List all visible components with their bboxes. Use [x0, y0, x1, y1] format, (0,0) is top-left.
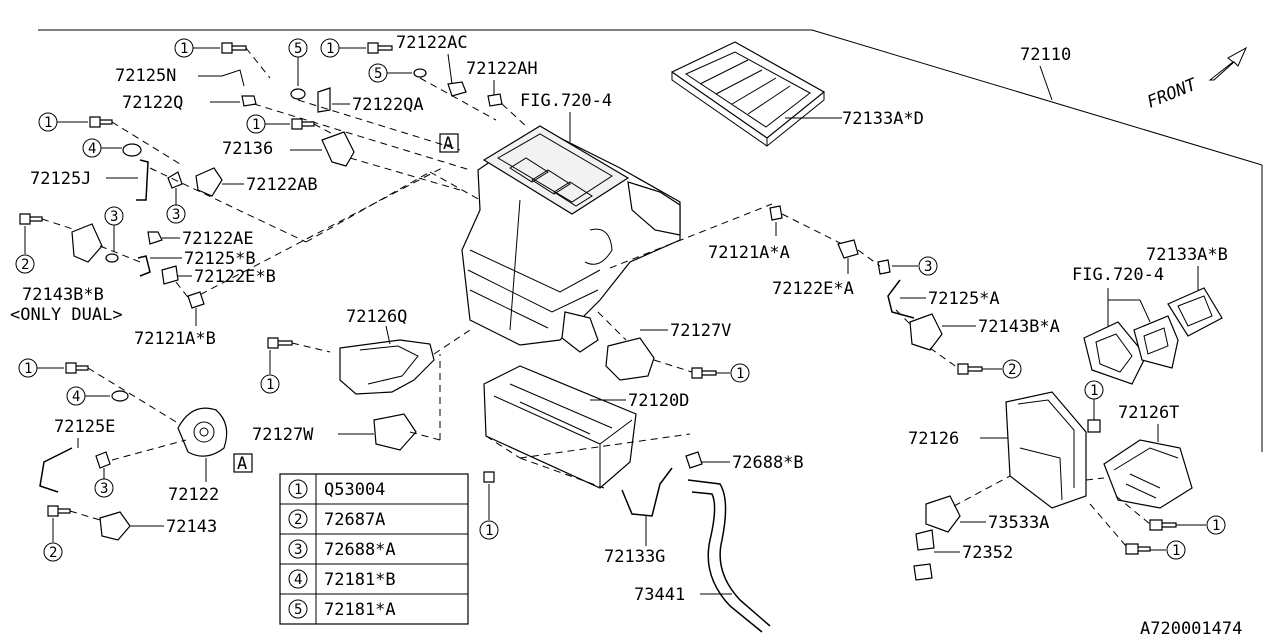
callout-72143: 72143 [166, 517, 217, 537]
drain-hose-part [687, 479, 771, 633]
callout-72122AE: 72122AE [182, 229, 254, 249]
callout-72133G: 72133G [604, 547, 665, 567]
svg-text:1: 1 [326, 41, 334, 57]
ref-A-box-bottom [233, 453, 253, 473]
legend-part-2: 72687A [324, 510, 385, 530]
svg-text:2: 2 [21, 257, 29, 273]
callout-72121AB: 72121A*B [134, 329, 216, 349]
svg-text:1: 1 [44, 115, 52, 131]
callout-72125N: 72125N [115, 66, 176, 86]
svg-text:1: 1 [1212, 518, 1220, 534]
callout-73533A: 73533A [988, 513, 1049, 533]
callout-72122QA: 72122QA [352, 95, 424, 115]
callout-72125A: 72125*A [928, 289, 1000, 309]
heater-unit-body [461, 125, 681, 353]
callout-72126Q: 72126Q [346, 307, 407, 327]
callout-72122AB: 72122AB [246, 175, 318, 195]
svg-text:3: 3 [110, 209, 118, 225]
callout-72125E: 72125E [54, 417, 115, 437]
callout-72122AH: 72122AH [466, 59, 538, 79]
svg-text:4: 4 [88, 141, 96, 157]
callout-72688B: 72688*B [732, 453, 804, 473]
svg-text:4: 4 [72, 389, 80, 405]
legend-part-4: 72181*B [324, 570, 396, 590]
svg-text:3: 3 [924, 259, 932, 275]
callout-72126: 72126 [908, 429, 959, 449]
callout-72125B: 72125*B [184, 249, 256, 269]
svg-text:1: 1 [736, 366, 744, 382]
callout-72143BA: 72143B*A [978, 317, 1060, 337]
filter-frame-part [670, 41, 826, 148]
evaporator-case-part [483, 365, 637, 489]
front-label: FRONT [1144, 74, 1201, 112]
svg-text:1: 1 [266, 377, 274, 393]
svg-text:1: 1 [180, 41, 188, 57]
legend-num-2: 2 [294, 512, 302, 528]
callout-only-dual: <ONLY DUAL> [10, 305, 123, 325]
diagram-id: A720001474 [1140, 619, 1242, 639]
legend-num-5: 5 [294, 602, 302, 618]
callout-72127V: 72127V [670, 321, 731, 341]
callout-72352: 72352 [962, 543, 1013, 563]
blower-cover-part [1103, 439, 1193, 509]
assembly-boundary [38, 29, 1263, 452]
callout-73441: 73441 [634, 585, 685, 605]
callout-72120D: 72120D [628, 391, 689, 411]
callout-72133AB: 72133A*B [1146, 245, 1228, 265]
svg-text:2: 2 [49, 545, 57, 561]
ref-A-bottom: A [237, 454, 247, 474]
ref-A-top: A [443, 134, 453, 154]
callout-fig-720-4-right: FIG.720-4 [1072, 265, 1164, 285]
callout-72122AC: 72122AC [396, 33, 468, 53]
svg-text:1: 1 [252, 117, 260, 133]
svg-text:5: 5 [294, 41, 302, 57]
callout-72125J: 72125J [30, 169, 91, 189]
svg-text:1: 1 [1090, 383, 1098, 399]
callout-72122Q: 72122Q [122, 93, 183, 113]
callout-72133AD: 72133A*D [842, 109, 924, 129]
svg-text:5: 5 [374, 66, 382, 82]
callout-72110: 72110 [1020, 45, 1071, 65]
legend-part-3: 72688*A [324, 540, 396, 560]
fastener-legend-table: 1 Q53004 2 72687A 3 72688*A 4 72181*B 5 … [279, 473, 469, 625]
blower-motor-part [177, 407, 228, 457]
callout-72122EA: 72122E*A [772, 279, 854, 299]
callout-72122: 72122 [168, 485, 219, 505]
legend-num-4: 4 [294, 572, 302, 588]
callout-fig-720-4-top: FIG.720-4 [520, 91, 612, 111]
legend-part-1: Q53004 [324, 480, 385, 500]
callout-72127W: 72127W [252, 425, 314, 445]
blower-housing-part [1005, 391, 1087, 509]
legend-part-5: 72181*A [324, 600, 396, 620]
callout-72121AA: 72121A*A [708, 243, 790, 263]
callout-72143BB: 72143B*B [22, 285, 104, 305]
front-arrow-icon: FRONT [1144, 46, 1248, 113]
svg-text:1: 1 [485, 523, 493, 539]
svg-text:3: 3 [100, 481, 108, 497]
svg-text:1: 1 [1172, 543, 1180, 559]
svg-text:1: 1 [24, 361, 32, 377]
legend-num-1: 1 [294, 482, 302, 498]
svg-text:2: 2 [1008, 362, 1016, 378]
svg-text:3: 3 [172, 207, 180, 223]
callout-72136: 72136 [222, 139, 273, 159]
legend-num-3: 3 [294, 542, 302, 558]
callout-72126T: 72126T [1118, 403, 1179, 423]
